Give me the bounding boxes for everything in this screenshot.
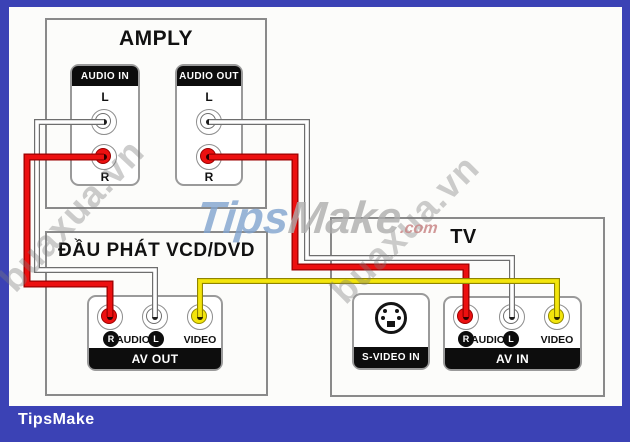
av-out-r-badge: R (103, 331, 119, 347)
av-in-header: AV IN (445, 348, 580, 369)
vcd-title: ĐẦU PHÁT VCD/DVD (58, 240, 255, 261)
audio-in-header: AUDIO IN (72, 66, 138, 86)
av-out-video-jack (187, 304, 213, 330)
av-out-l-badge: L (148, 331, 164, 347)
s-video-connector-icon (375, 302, 407, 334)
s-video-in-header: S-VIDEO IN (354, 347, 428, 368)
tv-box: TV S-VIDEO IN R AUDIO L VIDEO AV IN (330, 217, 605, 397)
amply-box: AMPLY AUDIO IN L R AUDIO OUT L R (45, 18, 267, 209)
av-out-header: AV OUT (89, 348, 221, 369)
amply-audio-in-panel: AUDIO IN L R (70, 64, 140, 186)
audio-out-right-jack (196, 144, 222, 170)
av-in-left-jack (499, 304, 525, 330)
av-out-right-jack (97, 304, 123, 330)
amply-audio-out-panel: AUDIO OUT L R (175, 64, 243, 186)
av-in-audio-label: AUDIO (471, 334, 505, 346)
vcd-av-out-panel: R AUDIO L VIDEO AV OUT (87, 295, 223, 371)
av-in-video-jack (544, 304, 570, 330)
audio-in-right-jack (91, 144, 117, 170)
audio-out-header: AUDIO OUT (177, 66, 241, 86)
audio-out-left-jack (196, 109, 222, 135)
audio-in-left-jack (91, 109, 117, 135)
av-out-left-jack (142, 304, 168, 330)
av-in-right-jack (453, 304, 479, 330)
tv-s-video-panel: S-VIDEO IN (352, 293, 430, 370)
av-out-video-label: VIDEO (183, 334, 217, 346)
av-in-video-label: VIDEO (540, 334, 574, 346)
amply-title: AMPLY (118, 27, 194, 50)
av-out-audio-label: AUDIO (116, 334, 150, 346)
vcd-box: ĐẦU PHÁT VCD/DVD R AUDIO L VIDEO AV OUT (45, 231, 268, 396)
av-in-l-badge: L (503, 331, 519, 347)
audio-in-right-label: R (100, 170, 110, 184)
audio-in-left-label: L (101, 90, 109, 104)
tv-av-in-panel: R AUDIO L VIDEO AV IN (443, 296, 582, 371)
tv-title: TV (450, 226, 477, 248)
footer-brand: TipsMake (18, 411, 95, 428)
av-in-r-badge: R (458, 331, 474, 347)
audio-out-right-label: R (204, 170, 214, 184)
audio-out-left-label: L (205, 90, 213, 104)
